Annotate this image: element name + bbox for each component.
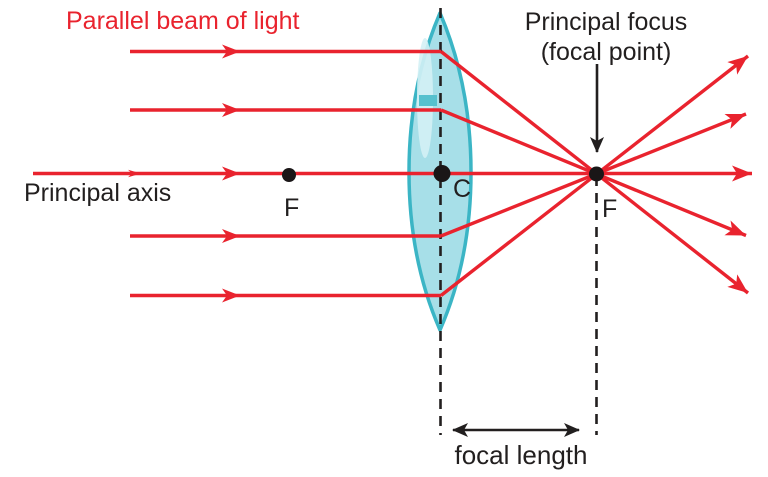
focal-point-dot [589,166,604,182]
lens-reflection-patch [419,95,437,106]
ray-arrowhead-icon [222,166,240,181]
ray-arrowhead-icon [222,288,240,303]
small-ray-arrowhead-icon [128,169,141,178]
principal-focus-label-line2: (focal point) [540,38,672,66]
ray-arrowhead-icon [222,103,240,117]
focal-length-label: focal length [454,440,588,470]
lens-center-label: C [453,175,472,203]
principal-axis-label: Principal axis [24,179,172,207]
principal-focus-label-line1: Principal focus [524,8,688,36]
incident-rays [33,49,752,298]
principal-focus-label: Principal focus (focal point) [515,7,697,67]
left-focus-dot [282,168,296,182]
lens-center-dot [433,165,451,182]
left-focus-label: F [284,194,300,222]
right-focus-label: F [602,195,618,223]
ray-arrowhead-icon [222,44,240,59]
parallel-beam-label: Parallel beam of light [66,7,300,35]
incident-ray-arrowheads [128,44,240,303]
ray-arrowhead-icon [222,229,240,243]
